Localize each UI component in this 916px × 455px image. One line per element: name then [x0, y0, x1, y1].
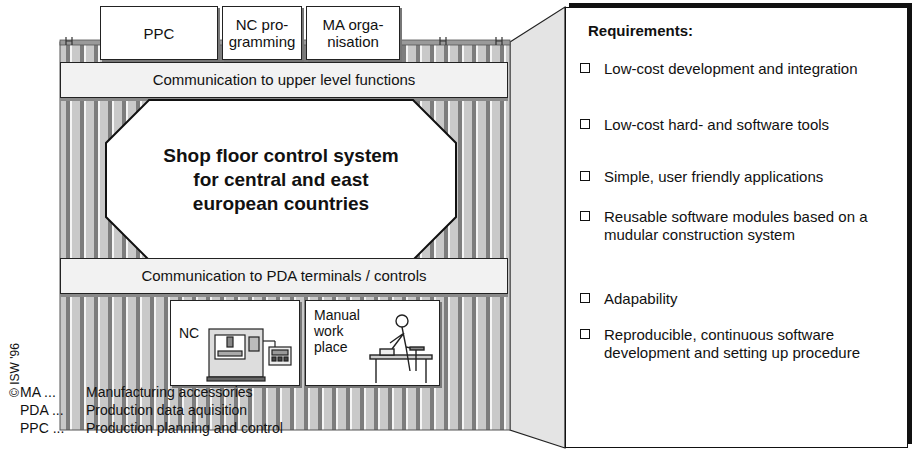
checkbox-bullet [580, 329, 590, 339]
communication-band: Communication to PDA terminals / control… [60, 258, 508, 294]
module-box: MA orga- nisation [306, 6, 400, 60]
abbreviation: MA ... [20, 384, 56, 400]
copyright-note: © ISW '96 [7, 333, 23, 407]
band-label: Communication to PDA terminals / control… [141, 267, 426, 285]
workplace-box: Manual work place [305, 300, 440, 386]
abbreviation: PPC ... [20, 420, 64, 436]
system-title: Shop floor control system for central an… [151, 144, 411, 216]
box-label: NC [179, 325, 199, 341]
requirements-box: Requirements: Low-cost development and in… [565, 7, 908, 448]
module-box: NC pro- gramming [222, 6, 302, 60]
requirement-item: Adapability [604, 290, 880, 308]
checkbox-bullet [580, 119, 590, 129]
checkbox-bullet [580, 293, 590, 303]
box-label: NC pro- gramming [228, 16, 296, 50]
abbreviation-meaning: Manufacturing accessories [86, 384, 253, 400]
rack-frame [60, 42, 510, 430]
octagon-outline [106, 100, 456, 260]
module-box: PPC [100, 6, 218, 60]
box-label: PPC [144, 25, 175, 42]
system-octagon: Shop floor control system for central an… [105, 99, 457, 261]
communication-band: Communication to upper level functions [60, 62, 508, 98]
callout-wedge [510, 7, 565, 448]
requirement-item: Reproducible, continuous software develo… [604, 326, 880, 362]
nc-machine-illustration [171, 301, 301, 387]
box-label: Manual work place [314, 307, 374, 355]
nc-machine-box: NC [170, 300, 300, 386]
requirement-item: Low-cost development and integration [604, 60, 880, 78]
requirements-title: Requirements: [588, 22, 693, 40]
band-label: Communication to upper level functions [153, 71, 416, 89]
abbreviation: PDA ... [20, 402, 64, 418]
checkbox-bullet [580, 211, 590, 221]
requirement-item: Simple, user friendly applications [604, 168, 880, 186]
checkbox-bullet [580, 63, 590, 73]
box-label: MA orga- nisation [312, 16, 394, 50]
requirement-item: Low-cost hard- and software tools [604, 116, 880, 134]
checkbox-bullet [580, 171, 590, 181]
abbreviation-meaning: Production planning and control [86, 420, 283, 436]
abbreviation-meaning: Production data aquisition [86, 402, 247, 418]
requirement-item: Reusable software modules based on a mud… [604, 208, 880, 244]
